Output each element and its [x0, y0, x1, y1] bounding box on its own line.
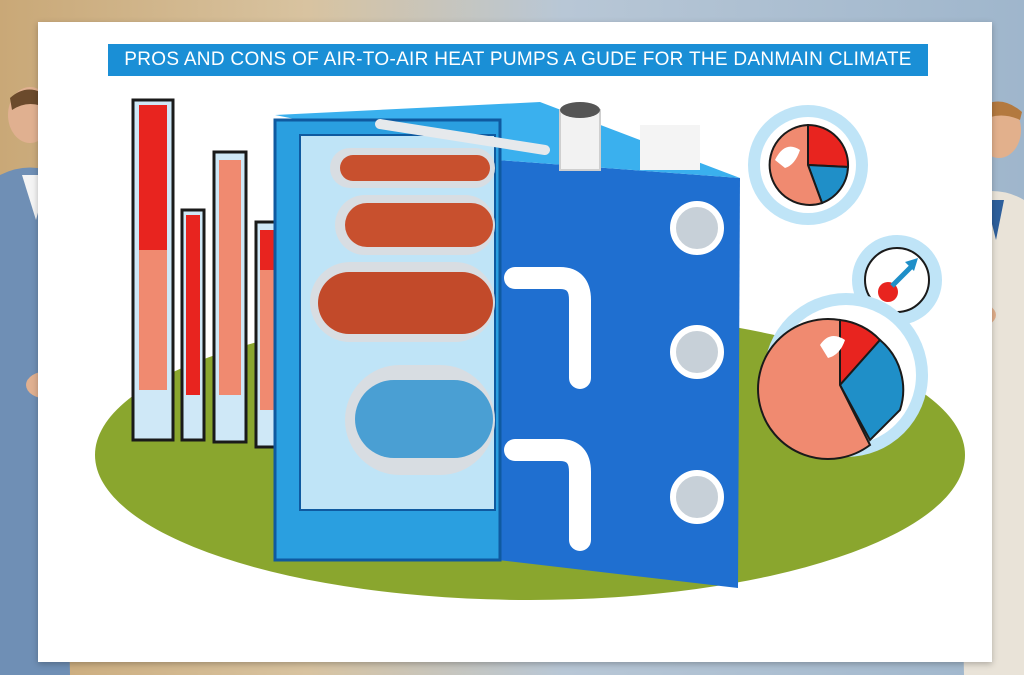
- title-banner: PROS AND CONS OF AIR-TO-AIR HEAT PUMPS A…: [108, 44, 928, 76]
- side-ports: [670, 201, 724, 524]
- unit-pipes: [504, 267, 591, 551]
- heat-exchanger-coil-icon: [310, 148, 495, 475]
- pie-chart-icon: [748, 105, 868, 225]
- poster-title: PROS AND CONS OF AIR-TO-AIR HEAT PUMPS A…: [124, 49, 912, 70]
- pie-chart-icon-large: [757, 293, 928, 460]
- bar-tubes: [131, 98, 280, 449]
